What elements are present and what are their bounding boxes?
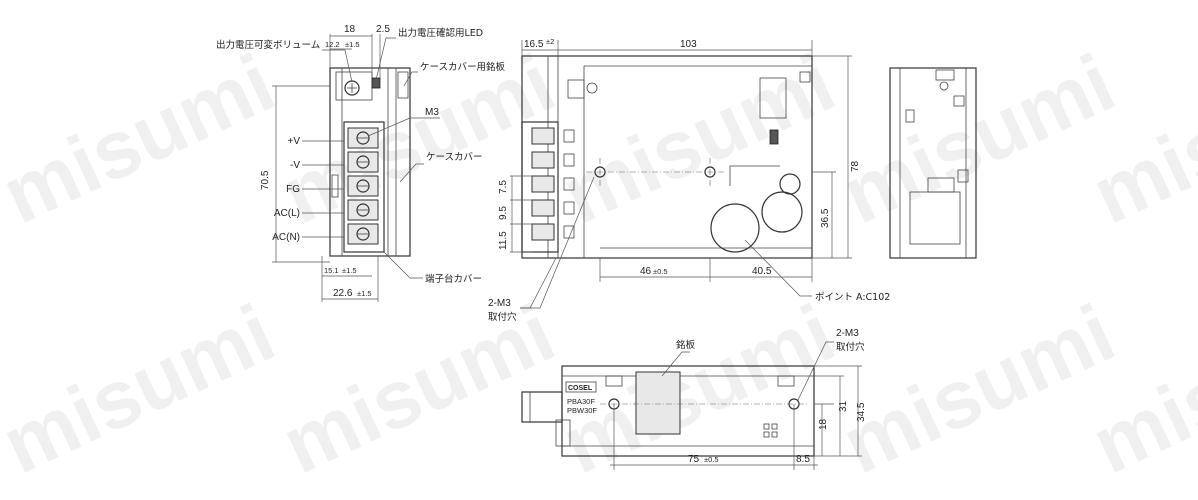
case-cover-label: ケースカバー: [426, 152, 483, 163]
watermark-group: misumi misumi misumi misumi misumi misum…: [0, 38, 1198, 492]
terminal-label: AC(L): [274, 208, 300, 219]
terminal-label: +V: [287, 136, 300, 147]
screw-label: M3: [425, 107, 439, 118]
watermark: misumi: [549, 38, 848, 242]
dim-bottom-offset: 15.1: [324, 266, 339, 275]
terminal-label: -V: [290, 160, 300, 171]
nameplate-label: 銘板: [676, 339, 696, 351]
front-body-outline: [329, 67, 411, 257]
front-view: +V -V FG AC(L) AC(N) 出力電圧可変ボリューム 出力電圧確認用…: [216, 24, 506, 302]
dim-bottom-offset-tol: ±1.5: [342, 266, 357, 275]
end-body-outline: [889, 67, 977, 259]
watermark: misumi: [829, 288, 1128, 492]
dim-pitch3: 11.5: [498, 231, 509, 250]
side-terminal-block: [521, 121, 559, 253]
terminal-screws: [347, 127, 379, 245]
transformer: [759, 77, 787, 119]
dim-front-height: 70.5: [260, 170, 271, 190]
bottom-mount-holes-sub: 取付穴: [836, 341, 865, 353]
point-label: ポイント A:C102: [815, 292, 890, 303]
bottom-mount-holes-leader: [797, 341, 834, 401]
brand-logo: COSEL: [568, 385, 593, 392]
volume-housing: [335, 71, 373, 101]
model-name-1: PBA30F: [567, 397, 595, 406]
led-leader: [375, 37, 396, 81]
bottom-terminal: [521, 391, 563, 423]
dim-side-height: 78: [850, 160, 861, 172]
case-nameplate-label: ケースカバー用銘板: [420, 61, 506, 73]
dim-volume-offset: 12.2: [325, 40, 340, 49]
dim-bottom-total: 34.5: [856, 402, 867, 422]
bottom-view: COSEL PBA30F PBW30F 銘板 2-M3 取付穴 75 ±0.5 …: [521, 328, 867, 470]
mount-holes-sub: 取付穴: [488, 311, 517, 323]
brand-logo-box: [565, 381, 597, 393]
dim-top-width: 18: [344, 24, 356, 35]
dim-length: 103: [680, 39, 697, 50]
dim-pitch1: 7.5: [498, 180, 509, 194]
dim-pitch2: 9.5: [498, 206, 509, 220]
led: [371, 77, 381, 89]
watermark: misumi: [0, 288, 288, 492]
dim-bottom-hole-y: 18: [818, 418, 829, 430]
nameplate-leader: [661, 351, 690, 377]
capacitor-large: [710, 203, 760, 253]
watermark: misumi: [829, 38, 1128, 242]
mount-holes-label: 2-M3: [488, 298, 511, 309]
watermark: misumi: [0, 38, 288, 242]
front-tab: [331, 174, 339, 198]
dim-hole-pitch: 40.5: [752, 266, 772, 277]
dim-depth-tol: ±1.5: [357, 289, 372, 298]
model-name-2: PBW30F: [567, 406, 597, 415]
capacitor-mid: [761, 191, 803, 233]
terminal-block: [343, 121, 385, 253]
terminal-label: FG: [286, 184, 300, 195]
dim-hole-x: 46: [640, 266, 652, 277]
dim-bottom-edge: 8.5: [796, 454, 810, 465]
led-label: 出力電圧確認用LED: [398, 27, 483, 39]
dim-hole-height: 36.5: [820, 208, 831, 228]
dim-depth: 22.6: [333, 288, 353, 299]
bottom-mount-holes-label: 2-M3: [836, 328, 859, 339]
case-nameplate: [397, 71, 409, 99]
point-leader: [744, 239, 812, 297]
dim-bottom-width: 31: [838, 400, 849, 412]
terminal-cover-label: 端子台カバー: [425, 273, 482, 285]
dim-front-offset: 16.5: [524, 39, 544, 50]
volume-label: 出力電圧可変ボリューム: [216, 39, 320, 51]
terminal-label: AC(N): [272, 232, 300, 243]
dim-hole-x-tol: ±0.5: [653, 267, 668, 276]
end-view: [889, 67, 977, 259]
dim-led-offset: 2.5: [376, 24, 390, 35]
dim-bottom-hole-pitch-tol: ±0.5: [704, 455, 719, 464]
volume-leader: [322, 49, 353, 83]
side-terminals: [531, 127, 575, 241]
side-view: 16.5 ±2 103 78 36.5 7.5 9.5 11.5 46 ±0.5…: [488, 37, 890, 323]
watermark: misumi: [269, 288, 568, 492]
dim-bottom-hole-pitch: 75: [688, 454, 700, 465]
capacitor-small: [779, 173, 801, 195]
nameplate: [635, 371, 681, 435]
watermark: misumi: [269, 38, 568, 242]
dim-front-offset-tol: ±2: [546, 37, 554, 46]
dim-volume-offset-tol: ±1.5: [345, 40, 360, 49]
